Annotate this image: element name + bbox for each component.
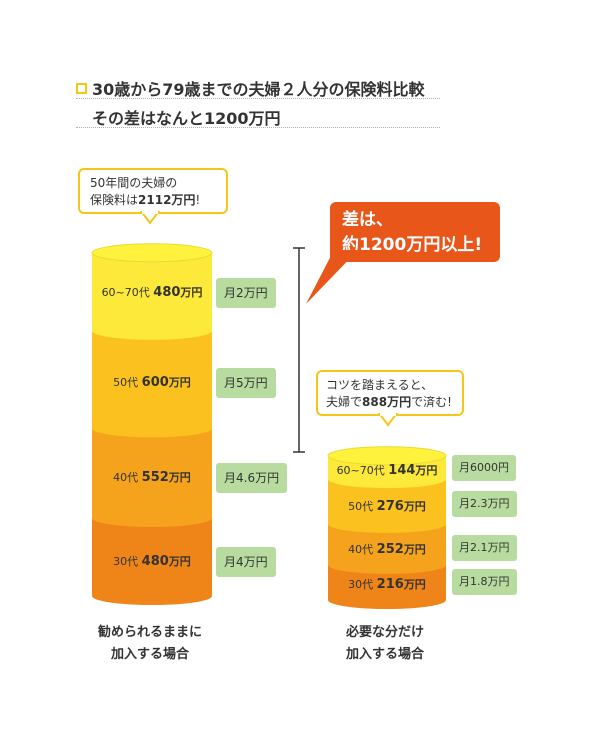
right-seg-40-segment — [328, 523, 446, 574]
left-monthly-tag-50: 月5万円 — [216, 368, 276, 398]
right-top-cap — [327, 446, 447, 466]
right-caption-line2: 加入する場合 — [345, 647, 424, 662]
right-cylinder-chart — [327, 446, 447, 609]
right-seg-label-40: 40代 252万円 — [348, 542, 426, 557]
left-cylinder-chart — [91, 243, 213, 605]
left-seg-30-segment — [92, 518, 212, 605]
right-monthly-tag-30: 月1.8万円 — [452, 569, 517, 595]
page-subtitle: その差はなんと1200万円 — [92, 109, 281, 128]
page-title: 30歳から79歳までの夫婦２人分の保険料比較 — [92, 80, 425, 99]
right-caption: 必要な分だけ 加入する場合 — [305, 622, 465, 666]
left-seg-40-segment — [92, 428, 212, 527]
title-square-icon — [76, 83, 87, 94]
left-monthly-tag-40: 月4.6万円 — [216, 463, 288, 493]
left-seg-60-70-segment — [92, 252, 212, 340]
right-monthly-tag-60-70: 月6000円 — [452, 455, 516, 481]
title-divider — [76, 98, 440, 99]
right-seg-label-50: 50代 276万円 — [348, 499, 426, 514]
left-seg-label-40: 40代 552万円 — [113, 470, 191, 485]
right-seg-30-segment — [328, 564, 446, 609]
right-bubble-line1: コツを踏まえると、 — [326, 378, 434, 392]
left-total-bubble: 50年間の夫婦の 保険料は2112万円! — [78, 168, 228, 214]
left-seg-label-60-70: 60~70代 480万円 — [101, 285, 203, 300]
right-monthly-tag-40: 月2.1万円 — [452, 535, 517, 561]
subtitle-divider — [76, 127, 440, 128]
left-caption-line1: 勧められるままに — [97, 625, 202, 640]
right-seg-label-30: 30代 216万円 — [348, 577, 426, 592]
left-bubble-line1: 50年間の夫婦の — [90, 176, 178, 190]
left-seg-label-30: 30代 480万円 — [113, 554, 191, 569]
difference-bubble: 差は、 約1200万円以上! — [330, 202, 500, 262]
left-monthly-tag-60-70: 月2万円 — [216, 278, 276, 308]
left-top-cap — [91, 243, 213, 263]
right-monthly-tag-50: 月2.3万円 — [452, 491, 517, 517]
left-monthly-tag-30: 月4万円 — [216, 547, 276, 577]
right-caption-line1: 必要な分だけ — [345, 625, 424, 640]
right-seg-50-segment — [328, 479, 446, 533]
difference-line1: 差は、 — [342, 210, 393, 230]
difference-bracket — [293, 247, 305, 453]
left-caption-line2: 加入する場合 — [110, 647, 189, 662]
right-total-bubble: コツを踏まえると、 夫婦で888万円で済む! — [316, 370, 464, 416]
left-seg-label-50: 50代 600万円 — [113, 375, 191, 390]
right-bubble-tail — [378, 413, 398, 427]
left-bubble-tail — [140, 211, 160, 225]
left-bubble-line2: 保険料は2112万円! — [90, 193, 201, 207]
right-bubble-line2: 夫婦で888万円で済む! — [326, 395, 452, 409]
left-caption: 勧められるままに 加入する場合 — [70, 622, 230, 666]
difference-bubble-tail — [306, 250, 358, 304]
right-seg-label-60-70: 60~70代 144万円 — [336, 463, 438, 478]
difference-line2: 約1200万円以上! — [342, 235, 483, 255]
left-seg-50-segment — [92, 330, 212, 438]
